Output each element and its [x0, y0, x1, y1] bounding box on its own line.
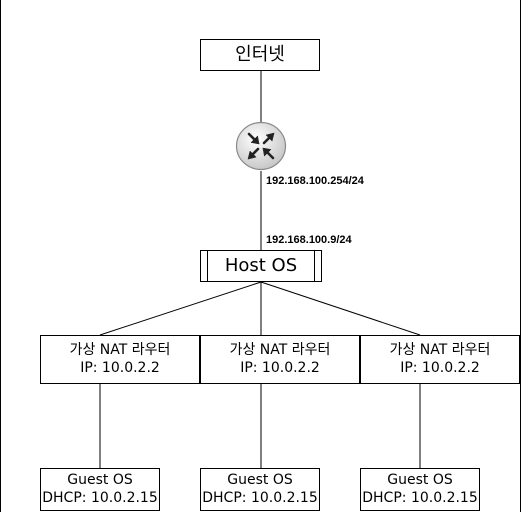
guest-os-title: Guest OS [67, 472, 133, 488]
router-icon [235, 121, 287, 171]
nat-router-node: 가상 NAT 라우터 IP: 10.0.2.2 [360, 335, 520, 384]
nat-router-node: 가상 NAT 라우터 IP: 10.0.2.2 [40, 335, 200, 384]
guest-os-dhcp: DHCP: 10.0.2.15 [42, 489, 158, 506]
nat-router-node: 가상 NAT 라우터 IP: 10.0.2.2 [200, 335, 360, 384]
host-ip-label: 192.168.100.9/24 [266, 234, 352, 246]
router-ip-label: 192.168.100.254/24 [266, 175, 364, 187]
nat-router-title: 가상 NAT 라우터 [389, 342, 491, 358]
guest-os-node: Guest OS DHCP: 10.0.2.15 [40, 468, 160, 511]
host-right-bar [314, 251, 315, 281]
host-nat-link-3 [260, 281, 421, 336]
guest-os-title: Guest OS [387, 472, 453, 488]
guest-os-dhcp: DHCP: 10.0.2.15 [202, 489, 318, 506]
guest-os-dhcp: DHCP: 10.0.2.15 [362, 489, 478, 506]
internet-node: 인터넷 [200, 39, 320, 71]
guest-os-node: Guest OS DHCP: 10.0.2.15 [200, 468, 320, 511]
nat-router-title: 가상 NAT 라우터 [229, 342, 331, 358]
guest-os-title: Guest OS [227, 472, 293, 488]
nat-router-ip: IP: 10.0.2.2 [80, 359, 160, 376]
host-left-bar [207, 251, 208, 281]
nat-router-title: 가상 NAT 라우터 [69, 342, 171, 358]
nat-router-ip: IP: 10.0.2.2 [400, 359, 480, 376]
nat-router-ip: IP: 10.0.2.2 [240, 359, 320, 376]
guest-os-node: Guest OS DHCP: 10.0.2.15 [360, 468, 480, 511]
internet-label: 인터넷 [235, 43, 285, 65]
host-os-label: Host OS [224, 254, 298, 276]
host-os-node: Host OS [200, 250, 322, 282]
host-nat-link-1 [99, 281, 262, 336]
